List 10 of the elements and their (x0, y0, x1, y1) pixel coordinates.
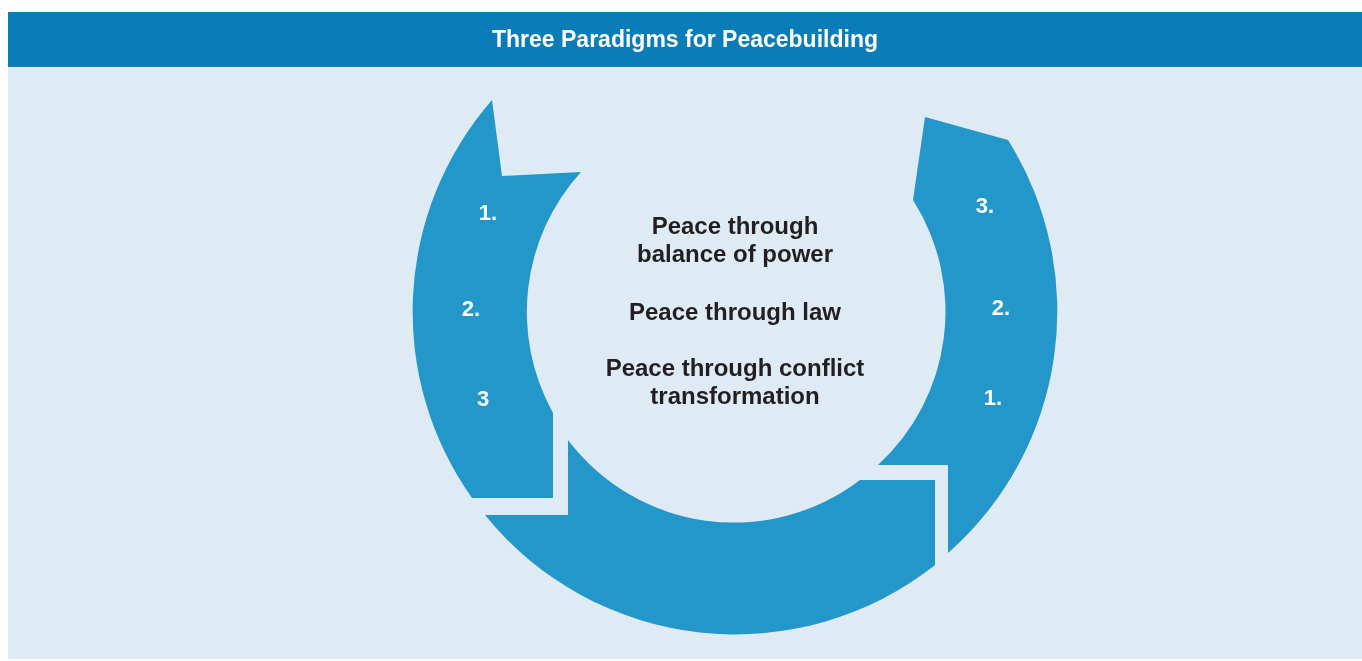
paradigm-text: Peace through conflict transformation (604, 353, 866, 411)
step-number: 1. (983, 385, 1003, 411)
paradigm-text: Peace through balance of power (635, 211, 834, 269)
step-number: 1. (478, 200, 498, 226)
step-number: 3. (975, 193, 995, 219)
step-number: 3 (476, 386, 490, 412)
title: Three Paradigms for Peacebuilding (492, 26, 878, 53)
paradigm-text: Peace through law (628, 297, 842, 327)
step-number: 2. (461, 296, 481, 322)
step-number: 2. (991, 295, 1011, 321)
